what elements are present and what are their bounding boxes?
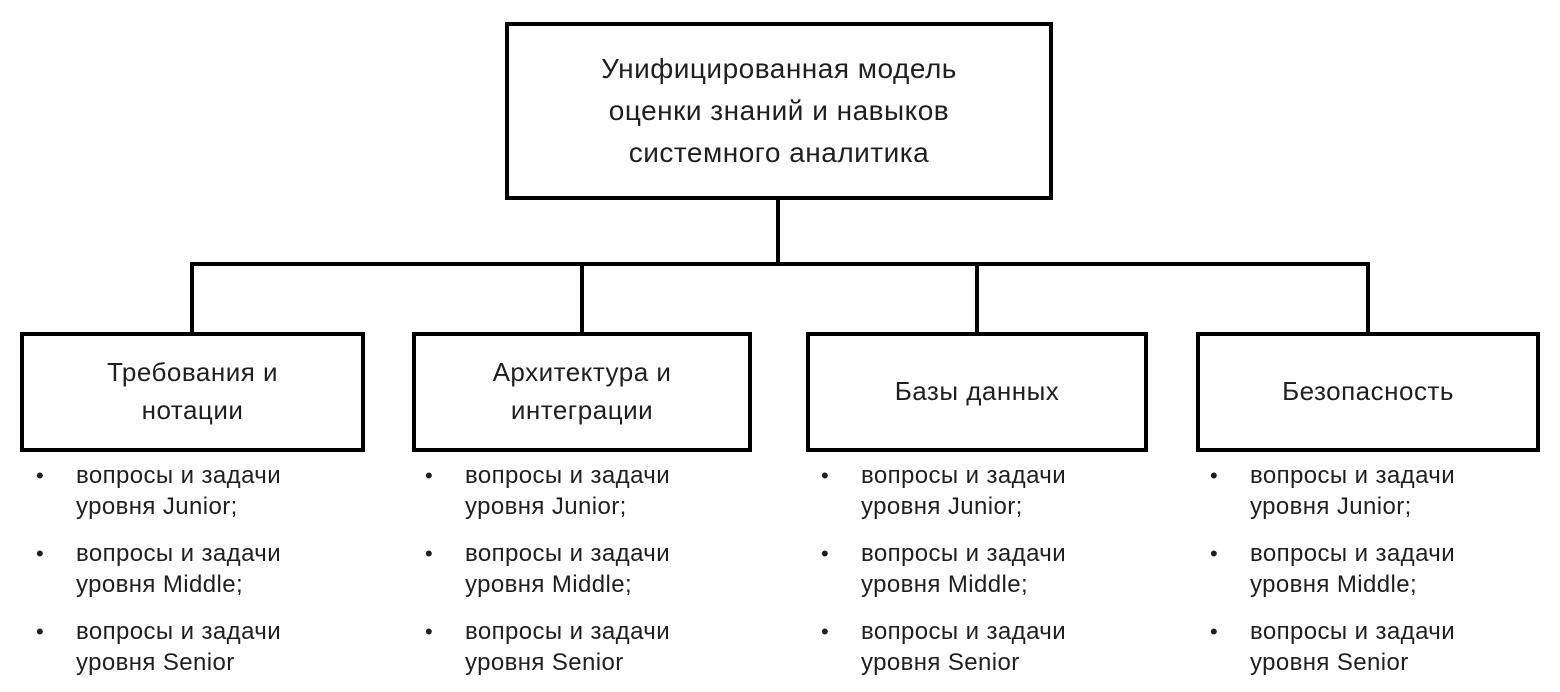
branch-bullet-list-architecture: • вопросы и задачи уровня Junior; • вопр… xyxy=(425,460,740,692)
list-item: • вопросы и задачи уровня Junior; xyxy=(425,460,740,522)
bullet-icon: • xyxy=(36,463,44,488)
list-item-text: вопросы и задачи уровня Middle; xyxy=(76,540,281,598)
connector-root-stub xyxy=(776,200,780,266)
bullet-icon: • xyxy=(1210,541,1218,566)
bullet-icon: • xyxy=(821,541,829,566)
list-item-text: вопросы и задачи уровня Senior xyxy=(1250,618,1455,676)
bullet-icon: • xyxy=(425,619,433,644)
list-item: • вопросы и задачи уровня Junior; xyxy=(1210,460,1525,522)
list-item-text: вопросы и задачи уровня Senior xyxy=(465,618,670,676)
root-node-title: Унифицированная модель оценки знаний и н… xyxy=(601,53,957,168)
branch-node-title: Архитектура и интеграции xyxy=(492,357,672,425)
bullet-icon: • xyxy=(36,541,44,566)
branch-node-title: Безопасность xyxy=(1282,376,1454,407)
branch-node-databases: Базы данных xyxy=(806,332,1148,452)
bullet-icon: • xyxy=(425,541,433,566)
branch-bullet-list-requirements: • вопросы и задачи уровня Junior; • вопр… xyxy=(36,460,351,692)
branch-bullet-list-security: • вопросы и задачи уровня Junior; • вопр… xyxy=(1210,460,1525,692)
list-item: • вопросы и задачи уровня Middle; xyxy=(36,538,351,600)
root-node: Унифицированная модель оценки знаний и н… xyxy=(505,22,1053,200)
bullet-icon: • xyxy=(1210,619,1218,644)
branch-node-title: Базы данных xyxy=(894,376,1060,407)
list-item: • вопросы и задачи уровня Junior; xyxy=(821,460,1136,522)
list-item: • вопросы и задачи уровня Junior; xyxy=(36,460,351,522)
branch-node-architecture: Архитектура и интеграции xyxy=(412,332,752,452)
bullet-icon: • xyxy=(36,619,44,644)
list-item: • вопросы и задачи уровня Middle; xyxy=(425,538,740,600)
bullet-icon: • xyxy=(821,619,829,644)
list-item-text: вопросы и задачи уровня Middle; xyxy=(861,540,1066,598)
list-item-text: вопросы и задачи уровня Senior xyxy=(861,618,1066,676)
connector-drop-branch-4 xyxy=(1366,262,1370,336)
connector-drop-branch-2 xyxy=(580,262,584,336)
list-item: • вопросы и задачи уровня Middle; xyxy=(821,538,1136,600)
list-item-text: вопросы и задачи уровня Junior; xyxy=(76,462,281,520)
connector-drop-branch-1 xyxy=(190,262,194,336)
bullet-icon: • xyxy=(821,463,829,488)
list-item: • вопросы и задачи уровня Senior xyxy=(36,616,351,678)
branch-bullet-list-databases: • вопросы и задачи уровня Junior; • вопр… xyxy=(821,460,1136,692)
branch-node-security: Безопасность xyxy=(1196,332,1540,452)
list-item-text: вопросы и задачи уровня Junior; xyxy=(465,462,670,520)
branch-node-title: Требования и нотации xyxy=(106,357,279,425)
list-item-text: вопросы и задачи уровня Middle; xyxy=(1250,540,1455,598)
list-item: • вопросы и задачи уровня Middle; xyxy=(1210,538,1525,600)
list-item-text: вопросы и задачи уровня Junior; xyxy=(1250,462,1455,520)
branch-node-requirements: Требования и нотации xyxy=(20,332,365,452)
list-item: • вопросы и задачи уровня Senior xyxy=(1210,616,1525,678)
connector-drop-branch-3 xyxy=(975,262,979,336)
bullet-icon: • xyxy=(1210,463,1218,488)
list-item-text: вопросы и задачи уровня Middle; xyxy=(465,540,670,598)
bullet-icon: • xyxy=(425,463,433,488)
list-item: • вопросы и задачи уровня Senior xyxy=(425,616,740,678)
list-item-text: вопросы и задачи уровня Senior xyxy=(76,618,281,676)
list-item-text: вопросы и задачи уровня Junior; xyxy=(861,462,1066,520)
list-item: • вопросы и задачи уровня Senior xyxy=(821,616,1136,678)
connector-horizontal-trunk xyxy=(190,262,1370,266)
